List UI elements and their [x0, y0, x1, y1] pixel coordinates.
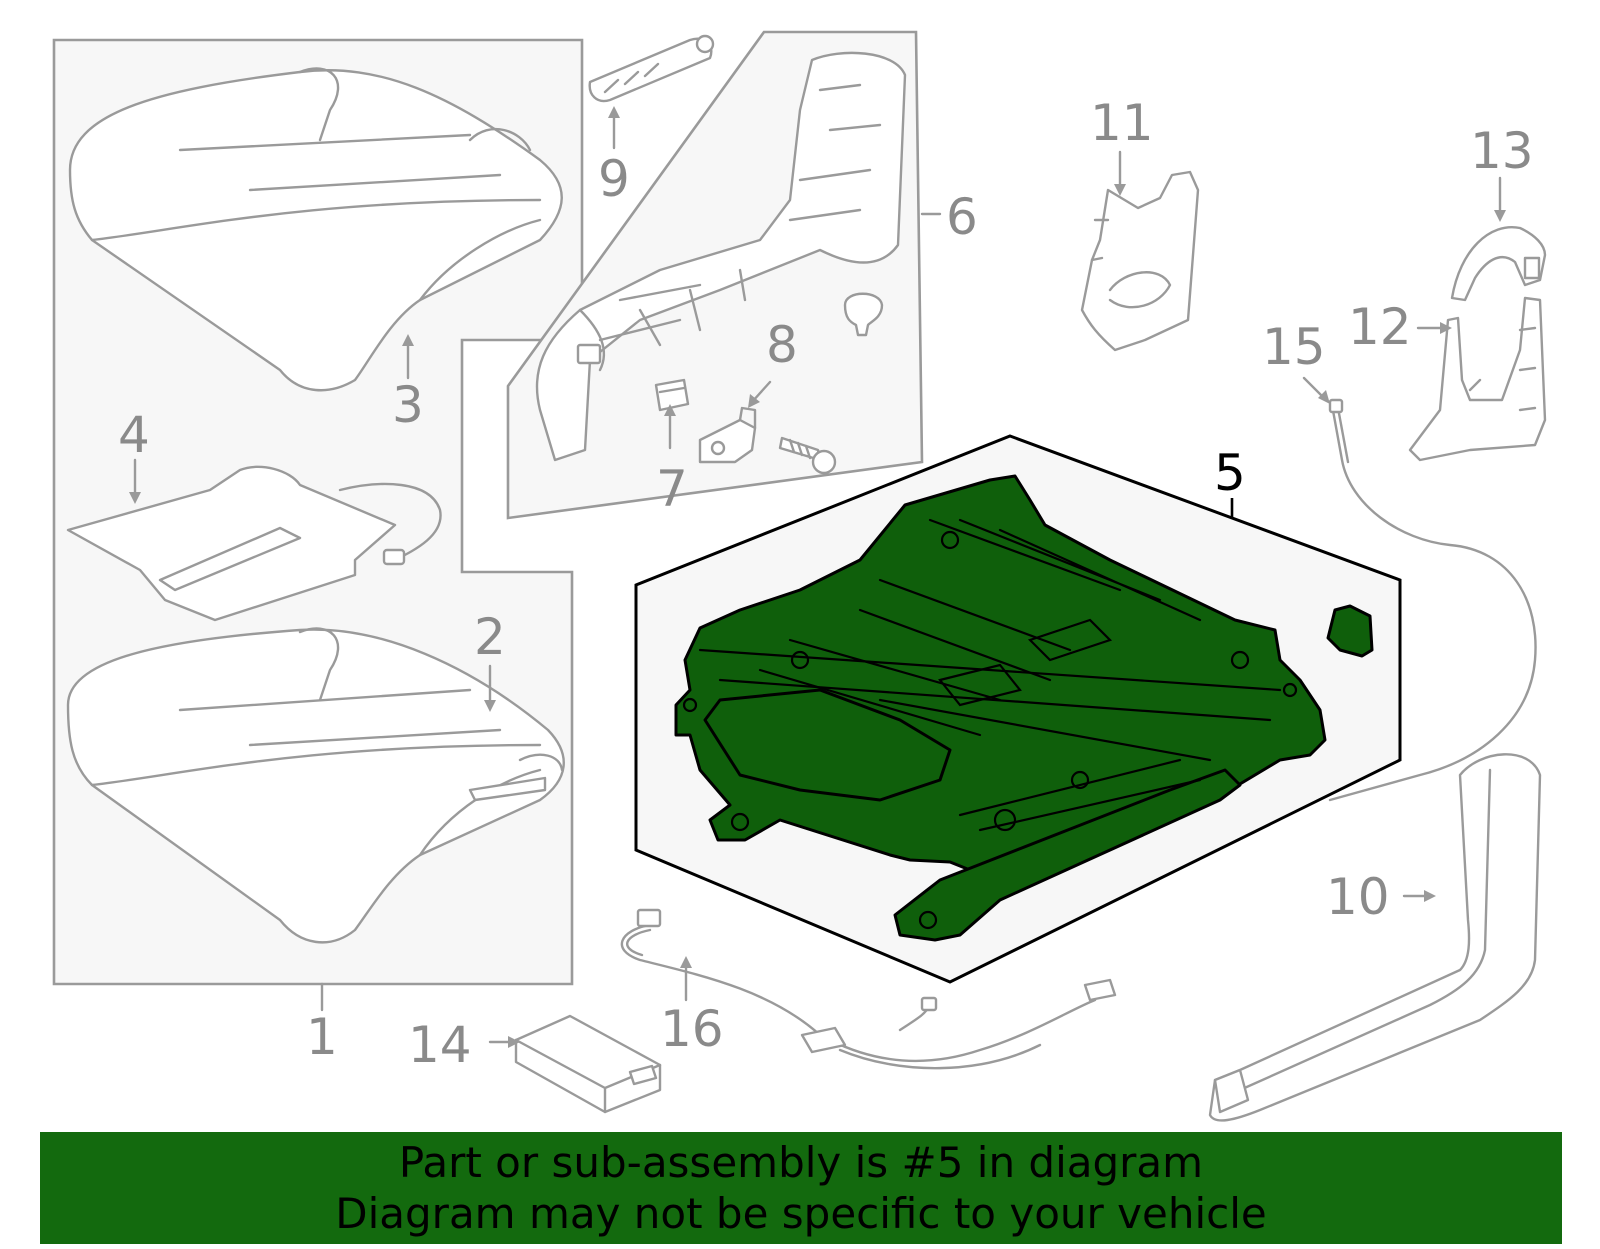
callout-8: 8 [766, 316, 798, 374]
callout-15: 15 [1262, 318, 1326, 376]
callout-5: 5 [1214, 444, 1246, 502]
part-11-cover[interactable] [1080, 170, 1200, 352]
callout-6: 6 [946, 188, 978, 246]
banner-line-2: Diagram may not be specific to your vehi… [335, 1189, 1267, 1238]
part-2-cushion-pad[interactable] [66, 627, 565, 944]
part-8-bracket[interactable] [698, 406, 757, 464]
callout-11: 11 [1090, 94, 1154, 152]
leader-lines [129, 106, 1506, 1048]
part-12-cover[interactable] [1408, 296, 1547, 462]
screw-icon [778, 436, 837, 475]
part-6-side-shield[interactable] [535, 51, 907, 462]
part-4-heater-mat[interactable] [66, 465, 442, 622]
callout-4: 4 [118, 406, 150, 464]
callout-16: 16 [660, 1000, 724, 1058]
callout-3: 3 [392, 376, 424, 434]
callout-12: 12 [1348, 298, 1412, 356]
clip-icon [843, 292, 884, 337]
callout-10: 10 [1326, 868, 1390, 926]
callout-14: 14 [408, 1016, 472, 1074]
part-13-cover[interactable] [1450, 226, 1547, 302]
part-9-trim[interactable] [588, 34, 715, 103]
callout-9: 9 [598, 150, 630, 208]
part-3-cushion-cover[interactable] [68, 67, 563, 392]
callout-7: 7 [656, 460, 688, 518]
callout-1: 1 [306, 1008, 338, 1066]
part-16-harness[interactable] [620, 908, 1117, 1070]
info-banner: Part or sub-assembly is #5 in diagram Di… [40, 1132, 1562, 1244]
banner-line-1: Part or sub-assembly is #5 in diagram [398, 1138, 1204, 1187]
callout-2: 2 [474, 608, 506, 666]
part-10-side-trim[interactable] [1208, 753, 1542, 1122]
callout-13: 13 [1470, 122, 1534, 180]
part-14-module[interactable] [514, 1014, 662, 1114]
part-15-cable[interactable] [1328, 398, 1537, 802]
part-5-seat-track-assembly[interactable] [674, 474, 1374, 942]
part-7-clip[interactable] [654, 378, 690, 412]
